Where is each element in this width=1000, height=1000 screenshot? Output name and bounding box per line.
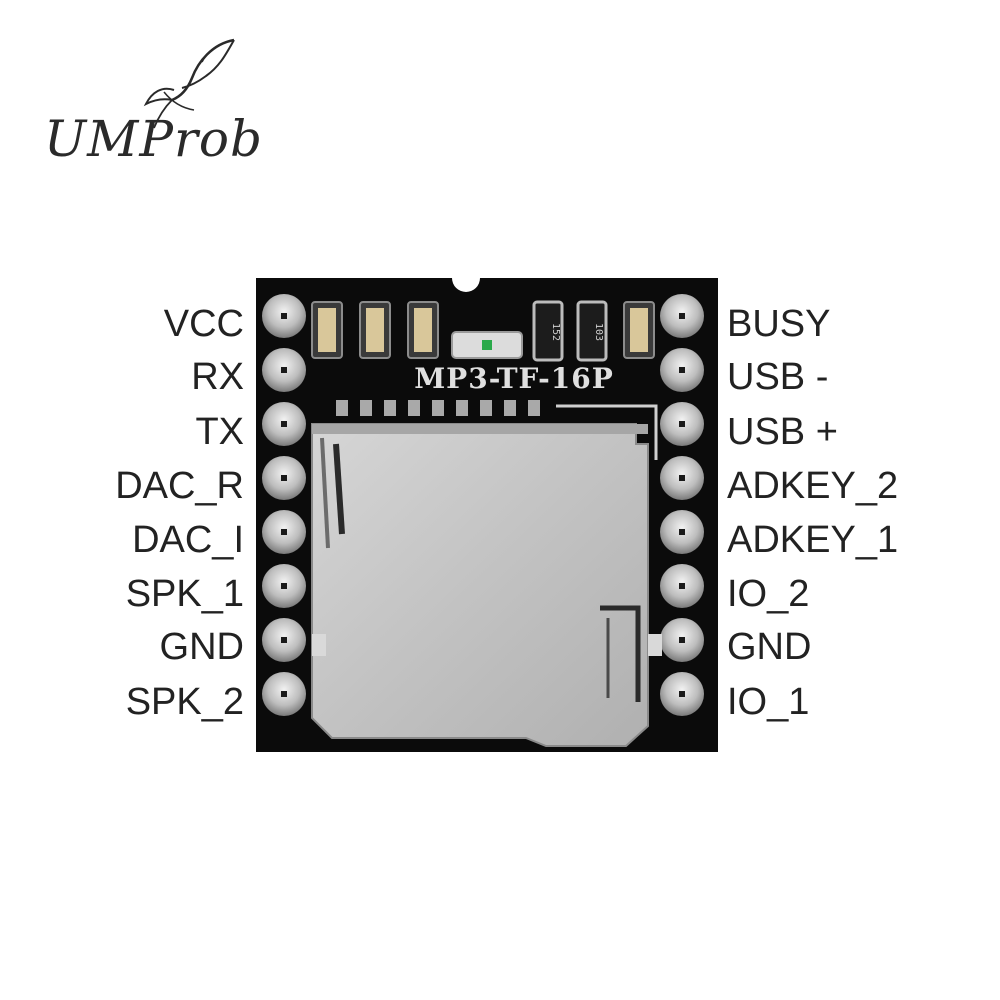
pin-label-left-8: SPK_2 [125, 681, 244, 723]
left-pin-pads [262, 294, 306, 716]
pin-label-left-6: SPK_1 [125, 573, 244, 615]
pin-label-right-1: BUSY [727, 303, 831, 345]
pin-label-right-5: ADKEY_1 [727, 519, 899, 561]
pin-label-left-2: RX [191, 356, 244, 398]
resistor-2-label: 103 [593, 323, 604, 341]
sd-card-slot [311, 423, 662, 747]
pin-label-left-7: GND [159, 626, 244, 668]
pin-label-left-1: VCC [163, 303, 244, 345]
pin-label-right-8: IO_1 [727, 681, 810, 723]
pin-label-left-4: DAC_R [115, 465, 244, 507]
smd-components [311, 300, 655, 362]
right-pin-pads [660, 294, 704, 716]
pin-label-right-6: IO_2 [727, 573, 810, 615]
brand-name: UMProb [44, 110, 263, 168]
pin-label-right-7: GND [727, 626, 812, 668]
pin-label-right-4: ADKEY_2 [727, 465, 899, 507]
board-graphic: 152 103 MP3-TF-16P [256, 278, 718, 752]
mp3-module-board: 152 103 MP3-TF-16P [256, 278, 718, 752]
resistor-1-label: 152 [550, 323, 561, 341]
pin-label-left-5: DAC_I [132, 519, 244, 561]
pin-label-left-3: TX [195, 411, 244, 453]
pin-label-right-3: USB + [727, 411, 838, 453]
pin-label-right-2: USB - [727, 356, 829, 398]
brand-logo: UMProb [44, 32, 274, 182]
silkscreen-label: MP3-TF-16P [414, 362, 614, 395]
feather-icon [143, 38, 235, 129]
sd-contacts [336, 400, 540, 416]
